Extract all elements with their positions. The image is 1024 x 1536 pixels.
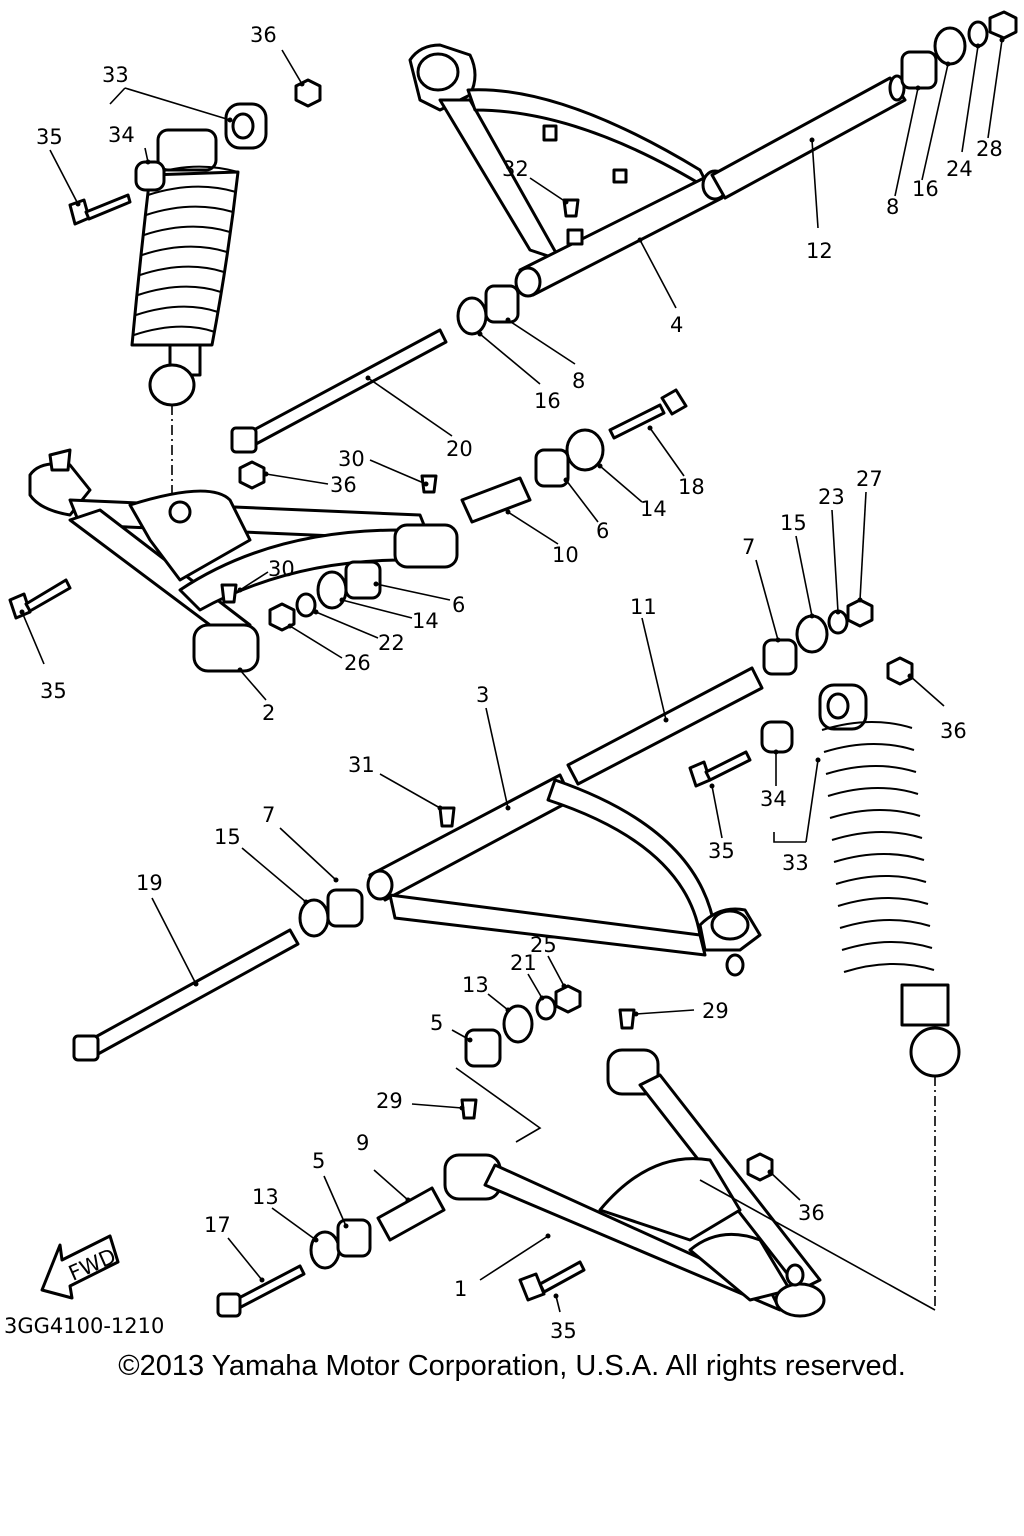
- callout-32: 32: [502, 157, 529, 181]
- grease-nipple-31: [438, 806, 456, 828]
- upper-arm-4: [408, 43, 729, 298]
- bushings-8-16-24-28-right: [900, 10, 1018, 90]
- collar-12: [710, 74, 907, 200]
- bushings-14-6-10-upper: [460, 428, 605, 524]
- nut-36-middle: [238, 460, 266, 490]
- leader-lines: [19, 37, 1005, 1313]
- callout-24: 24: [946, 157, 973, 181]
- nut-36-bottom: [746, 1152, 774, 1182]
- callout-36: 36: [798, 1201, 825, 1225]
- callout-9: 9: [356, 1131, 369, 1155]
- callout-10: 10: [552, 543, 579, 567]
- callout-35: 35: [40, 679, 67, 703]
- callout-35: 35: [708, 839, 735, 863]
- upper-arm-3: [366, 773, 762, 977]
- callout-29: 29: [376, 1089, 403, 1113]
- callout-36: 36: [250, 23, 277, 47]
- bolt-17: [216, 1264, 306, 1318]
- drawing-code: 3GG4100-1210: [4, 1314, 164, 1338]
- callout-33: 33: [102, 63, 129, 87]
- lower-left-arm-2: [28, 448, 459, 673]
- callout-17: 17: [204, 1213, 231, 1237]
- callout-33: 33: [782, 851, 809, 875]
- callout-6: 6: [596, 519, 609, 543]
- callout-14: 14: [640, 497, 667, 521]
- callout-25: 25: [530, 933, 557, 957]
- collar-11: [566, 666, 764, 786]
- callout-5: 5: [312, 1149, 325, 1173]
- callout-6: 6: [452, 593, 465, 617]
- callout-19: 19: [136, 871, 163, 895]
- bolt-35-upper: [68, 193, 132, 226]
- callout-21: 21: [510, 951, 537, 975]
- callout-16: 16: [534, 389, 561, 413]
- bolt-18: [608, 388, 688, 440]
- callout-20: 20: [446, 437, 473, 461]
- collar-9: [376, 1186, 446, 1242]
- callout-31: 31: [348, 753, 375, 777]
- washers-16-8-middle: [456, 284, 520, 336]
- callout-27: 27: [856, 467, 883, 491]
- callout-15: 15: [214, 825, 241, 849]
- callout-7: 7: [262, 803, 275, 827]
- callout-8: 8: [886, 195, 899, 219]
- callout-13: 13: [252, 1185, 279, 1209]
- lower-arm-1: [443, 1048, 826, 1318]
- copyright-notice: ©2013 Yamaha Motor Corporation, U.S.A. A…: [118, 1350, 906, 1382]
- bolt-35-middle: [8, 578, 72, 620]
- callout-29: 29: [702, 999, 729, 1023]
- washers-15-7-left: [298, 888, 364, 938]
- callout-26: 26: [344, 651, 371, 675]
- callout-30: 30: [268, 557, 295, 581]
- grease-nipples-29: [460, 1008, 636, 1120]
- callout-2: 2: [262, 701, 275, 725]
- grease-nipples-30: [220, 474, 438, 604]
- callout-12: 12: [806, 239, 833, 263]
- callout-16: 16: [912, 177, 939, 201]
- callout-30: 30: [338, 447, 365, 471]
- washers-13-5-left: [309, 1218, 372, 1270]
- callout-labels: 36 33 34 35 32 8 16 24 28 12 4 16 8 20 3…: [36, 23, 1003, 1340]
- callout-36: 36: [330, 473, 357, 497]
- bushing-34-upper: [134, 160, 166, 192]
- bushings-7-15-23-27-right: [762, 598, 874, 676]
- callout-22: 22: [378, 631, 405, 655]
- nut-36-right: [886, 656, 914, 686]
- callout-7: 7: [742, 535, 755, 559]
- callout-3: 3: [476, 683, 489, 707]
- fwd-direction-icon: FWD: [40, 1234, 120, 1300]
- callout-5: 5: [430, 1011, 443, 1035]
- bushing-34-right: [760, 720, 794, 754]
- bolt-19: [72, 928, 300, 1062]
- callout-28: 28: [976, 137, 1003, 161]
- bushings-5-13-21-25-right: [464, 984, 582, 1068]
- callout-35: 35: [550, 1319, 577, 1340]
- callout-18: 18: [678, 475, 705, 499]
- callout-4: 4: [670, 313, 683, 337]
- suspension-exploded-diagram: FWD 3GG4100-1210: [4, 10, 1018, 1340]
- callout-1: 1: [454, 1277, 467, 1301]
- callout-15: 15: [780, 511, 807, 535]
- callout-11: 11: [630, 595, 657, 619]
- bolt-20: [230, 328, 448, 454]
- callout-8: 8: [572, 369, 585, 393]
- bolt-35-right: [688, 750, 752, 788]
- callout-14: 14: [412, 609, 439, 633]
- shock-absorber-upper-left: [130, 102, 268, 520]
- callout-23: 23: [818, 485, 845, 509]
- callout-13: 13: [462, 973, 489, 997]
- callout-35: 35: [36, 125, 63, 149]
- bolt-35-bottom: [518, 1260, 586, 1302]
- shock-absorber-right: [818, 683, 961, 1310]
- callout-34: 34: [760, 787, 787, 811]
- callout-36: 36: [940, 719, 967, 743]
- callout-34: 34: [108, 123, 135, 147]
- bushings-6-14-22-26-lower: [268, 560, 382, 632]
